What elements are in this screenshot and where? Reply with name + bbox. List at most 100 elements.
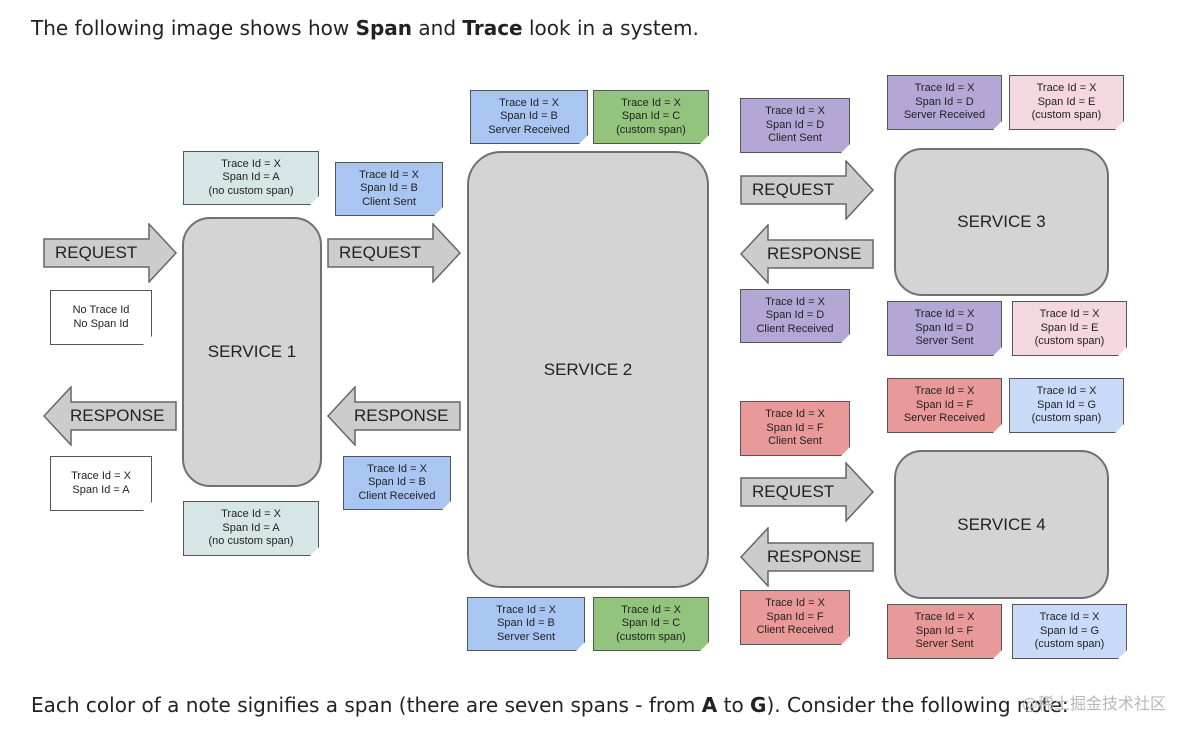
response-label: RESPONSE bbox=[70, 406, 165, 425]
watermark: @稀土掘金技术社区 bbox=[1022, 694, 1167, 713]
note-line: (custom span) bbox=[1034, 335, 1105, 348]
note-line: Trace Id = X bbox=[1036, 385, 1097, 398]
note-line: Span Id = C bbox=[621, 110, 681, 123]
note-line: Trace Id = X bbox=[499, 96, 559, 109]
note-line: Span Id = G bbox=[1036, 398, 1096, 411]
request-label: REQUEST bbox=[752, 180, 835, 199]
note-line: Span Id = B bbox=[368, 476, 426, 489]
note-line: Client Received bbox=[756, 624, 834, 637]
note-line: Span Id = D bbox=[915, 321, 974, 334]
note-line: Client Received bbox=[358, 489, 436, 502]
note-line: Span Id = E bbox=[1037, 95, 1096, 108]
request-label: REQUEST bbox=[339, 243, 422, 262]
note-line: Trace Id = X bbox=[914, 82, 975, 95]
note-line: Trace Id = X bbox=[914, 308, 975, 321]
note-line: Span Id = D bbox=[915, 95, 974, 108]
service-2: SERVICE 2 bbox=[467, 151, 709, 588]
intro-bold-trace: Trace bbox=[462, 16, 523, 40]
intro-part: look in a system. bbox=[522, 16, 699, 40]
note-line: Client Sent bbox=[768, 435, 822, 448]
note-line: Trace Id = X bbox=[621, 603, 681, 616]
note-line: (custom span) bbox=[1031, 412, 1102, 425]
note-line: Span Id = B bbox=[500, 110, 558, 123]
note-line: Client Received bbox=[756, 322, 834, 335]
note-line: Client Sent bbox=[768, 132, 822, 145]
note-line: Span Id = A bbox=[72, 483, 130, 496]
note-line: Trace Id = X bbox=[765, 597, 825, 610]
response-arrow-3: RESPONSE bbox=[740, 224, 874, 284]
note-line: Trace Id = X bbox=[496, 603, 556, 616]
note-line: Span Id = B bbox=[497, 617, 555, 630]
note-line: Trace Id = X bbox=[71, 470, 131, 482]
outro-part: to bbox=[717, 693, 751, 717]
request-label: REQUEST bbox=[55, 243, 138, 262]
note-line: Span Id = F bbox=[915, 624, 974, 637]
response-label: RESPONSE bbox=[354, 406, 449, 425]
request-arrow-1: REQUEST bbox=[43, 223, 177, 283]
note-line: Trace Id = X bbox=[765, 105, 825, 118]
note-line: Client Sent bbox=[362, 195, 416, 208]
note-line: Trace Id = X bbox=[621, 96, 681, 109]
response-arrow-2: RESPONSE bbox=[327, 386, 461, 446]
outro-text: Each color of a note signifies a span (t… bbox=[31, 693, 1069, 717]
note-line: (no custom span) bbox=[208, 184, 294, 197]
response-arrow-4: RESPONSE bbox=[740, 527, 874, 587]
intro-bold-span: Span bbox=[355, 16, 413, 40]
note-line: Server Received bbox=[903, 109, 986, 122]
note-line: Trace Id = X bbox=[367, 462, 427, 475]
note-line: Trace Id = X bbox=[1036, 82, 1097, 95]
request-arrow-2: REQUEST bbox=[327, 223, 461, 283]
response-label: RESPONSE bbox=[767, 244, 862, 263]
note-line: Span Id = A bbox=[222, 171, 280, 184]
note-line: (custom span) bbox=[616, 630, 686, 643]
service-2-label: SERVICE 2 bbox=[543, 359, 633, 379]
request-label: REQUEST bbox=[752, 482, 835, 501]
note-line: Span Id = C bbox=[621, 617, 681, 630]
note-line: Trace Id = X bbox=[1039, 611, 1100, 624]
request-arrow-3: REQUEST bbox=[740, 160, 874, 220]
note-line: Trace Id = X bbox=[765, 295, 825, 308]
note-line: Trace Id = X bbox=[221, 157, 281, 170]
outro-part: Each color of a note signifies a span (t… bbox=[31, 693, 702, 717]
note-line: Trace Id = X bbox=[914, 385, 975, 398]
note-line: Server Sent bbox=[915, 335, 974, 348]
service-1-label: SERVICE 1 bbox=[207, 342, 297, 361]
service-3: SERVICE 3 bbox=[894, 148, 1109, 296]
intro-part: The following image shows how bbox=[31, 16, 356, 40]
outro-bold-g: G bbox=[750, 693, 767, 717]
request-arrow-4: REQUEST bbox=[740, 462, 874, 522]
note-line: Span Id = F bbox=[766, 610, 824, 623]
note-line: Span Id = E bbox=[1040, 321, 1099, 334]
service-4-label: SERVICE 4 bbox=[957, 514, 1046, 534]
note-line: Span Id = D bbox=[765, 118, 825, 131]
note-line: Server Sent bbox=[496, 630, 556, 643]
note-line: (custom span) bbox=[616, 123, 686, 136]
service-1: SERVICE 1 bbox=[182, 217, 322, 487]
outro-bold-a: A bbox=[701, 693, 718, 717]
intro-text: The following image shows how Span and T… bbox=[31, 16, 699, 40]
note-line: No Span Id bbox=[73, 317, 129, 330]
note-line: Span Id = D bbox=[765, 309, 825, 322]
note-line: Trace Id = X bbox=[1039, 308, 1100, 321]
note-line: Trace Id = X bbox=[765, 408, 825, 421]
response-label: RESPONSE bbox=[767, 547, 862, 566]
note-line: (custom span) bbox=[1034, 638, 1105, 651]
note-line: Span Id = F bbox=[915, 398, 974, 411]
note-line: Server Sent bbox=[915, 638, 974, 651]
note-line: Server Received bbox=[488, 123, 570, 136]
service-4: SERVICE 4 bbox=[894, 450, 1109, 599]
